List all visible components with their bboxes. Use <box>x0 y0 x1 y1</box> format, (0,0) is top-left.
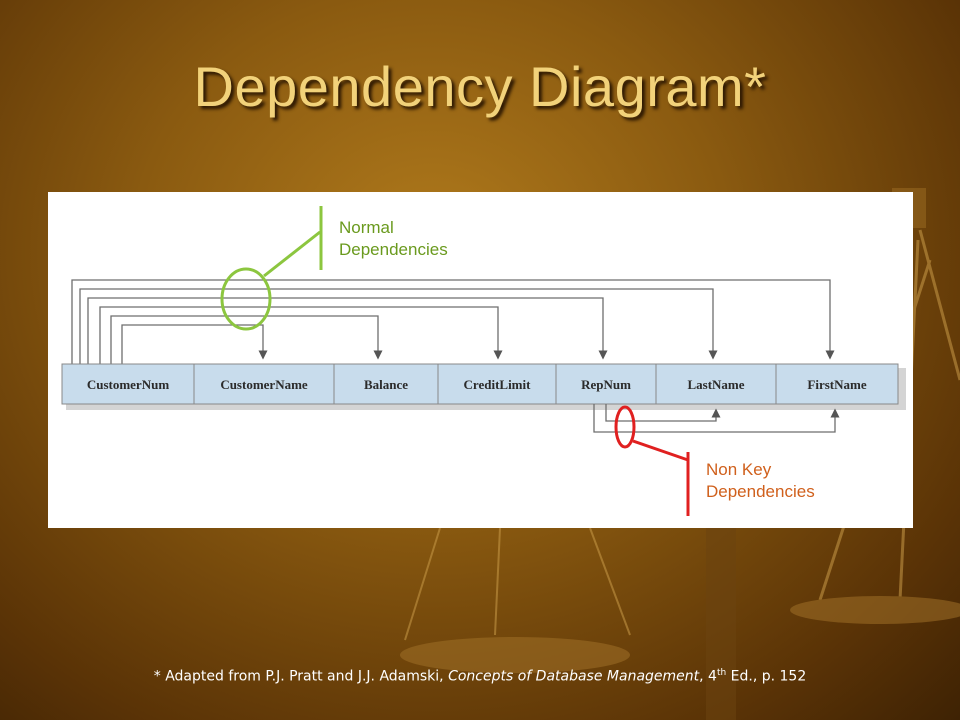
footnote-edition: , 4 <box>699 668 717 685</box>
nonkey-label-line1: Non Key <box>706 460 772 479</box>
source-footnote: * Adapted from P.J. Pratt and J.J. Adams… <box>0 668 960 685</box>
slide-title: Dependency Diagram* <box>193 55 767 118</box>
nonkey-dependency-lines <box>593 404 840 433</box>
diagram-panel: CustomerNum CustomerName Balance CreditL… <box>48 192 913 528</box>
field-label-lastname: LastName <box>687 377 744 392</box>
field-label-repnum: RepNum <box>581 377 631 392</box>
footnote-prefix: * Adapted from P.J. Pratt and J.J. Adams… <box>153 668 449 685</box>
field-row: CustomerNum CustomerName Balance CreditL… <box>61 363 906 410</box>
field-box-firstname <box>775 363 899 405</box>
normal-dependency-lines <box>71 279 835 364</box>
field-label-firstname: FirstName <box>807 377 866 392</box>
field-label-balance: Balance <box>364 377 408 392</box>
nonkey-dependencies-label: Non Key Dependencies <box>706 459 815 503</box>
field-label-customername: CustomerName <box>220 377 308 392</box>
field-label-creditlimit: CreditLimit <box>464 377 532 392</box>
field-box-customernum <box>61 363 195 405</box>
nonkey-callout-marker <box>614 405 690 516</box>
footnote-suffix: Ed., p. 152 <box>726 668 807 685</box>
footnote-edition-sup: th <box>716 668 727 678</box>
field-label-customernum: CustomerNum <box>87 377 169 392</box>
footnote-book-title: Concepts of Database Management <box>448 668 700 685</box>
field-box-customername <box>193 363 335 405</box>
normal-callout-marker <box>220 206 323 331</box>
nonkey-label-line2: Dependencies <box>706 482 815 501</box>
normal-dependencies-label: Normal Dependencies <box>339 217 448 261</box>
normal-label-line1: Normal <box>339 218 394 237</box>
dependency-diagram: CustomerNum CustomerName Balance CreditL… <box>61 206 906 516</box>
normal-label-line2: Dependencies <box>339 240 448 259</box>
